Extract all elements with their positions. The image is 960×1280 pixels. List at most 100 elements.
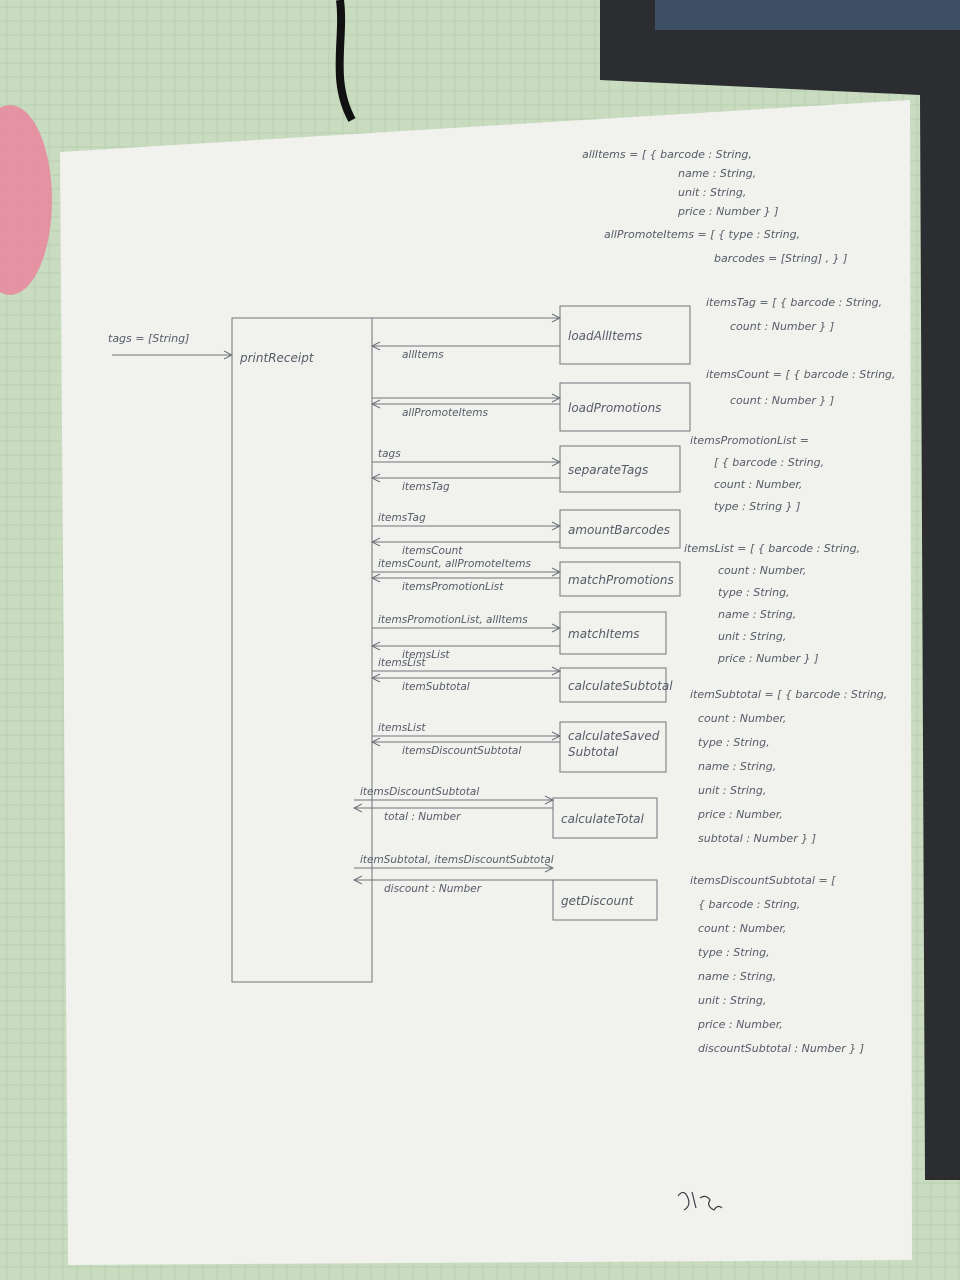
type-definition-line: name : String, [698, 760, 776, 773]
function-box [559, 611, 667, 655]
type-definition-line: count : Number, [698, 922, 786, 935]
function-box [559, 305, 691, 365]
type-definition-line: name : String, [698, 970, 776, 983]
type-definition-line: [ { barcode : String, [714, 456, 824, 469]
input-call-arrowhead [551, 666, 562, 676]
type-definition-line: type : String } ] [714, 500, 800, 513]
function-box [559, 445, 681, 493]
input-param-label: tags [378, 448, 401, 460]
type-definition-line: itemsList = [ { barcode : String, [684, 542, 860, 555]
function-box [559, 561, 681, 597]
function-box [559, 382, 691, 432]
type-definition-line: unit : String, [698, 784, 766, 797]
type-definition-line: itemsTag = [ { barcode : String, [706, 296, 882, 309]
type-definition-line: itemsPromotionList = [690, 434, 809, 447]
type-definition: itemSubtotal = [ { barcode : String, coun… [690, 688, 887, 845]
function-box [559, 667, 667, 703]
type-definition-line: count : Number, [698, 712, 786, 725]
function-name: separateTags [568, 463, 648, 477]
return-value-label: allPromoteItems [402, 407, 488, 419]
function-box [559, 721, 667, 773]
type-definition-line: itemsCount = [ { barcode : String, [706, 368, 896, 381]
input-call-arrowhead [544, 795, 555, 805]
type-definition-line: count : Number } ] [730, 320, 834, 333]
input-param-label: itemsList [378, 722, 426, 734]
type-definition: allItems = [ { barcode : String, name : S… [582, 148, 779, 218]
type-definition: itemsList = [ { barcode : String, count :… [684, 542, 860, 665]
input-param-label: itemsDiscountSubtotal [360, 786, 479, 798]
type-definition-line: unit : String, [698, 994, 766, 1007]
return-arrowhead [352, 875, 363, 885]
type-definition-line: price : Number, [697, 808, 783, 821]
pink-cup [0, 105, 52, 295]
function-box [552, 879, 658, 921]
type-definition: itemsTag = [ { barcode : String, count : … [706, 296, 882, 333]
input-call-arrowhead [551, 457, 562, 467]
type-definition-line: itemSubtotal = [ { barcode : String, [690, 688, 887, 701]
return-value-label: discount : Number [384, 883, 482, 895]
function-name: calculateTotal [561, 812, 645, 826]
input-param-label: itemsPromotionList, allItems [378, 614, 528, 626]
return-value-label: itemsDiscountSubtotal [402, 745, 521, 757]
laptop-screen [655, 0, 960, 30]
return-arrowhead [370, 737, 381, 747]
function-calls: loadAllItemsallItemsloadPromotionsallPro… [352, 305, 691, 921]
return-value-label: itemsCount [402, 545, 463, 557]
paper-sheet [60, 100, 912, 1265]
type-definition-line: count : Number } ] [730, 394, 834, 407]
function-call: loadAllItems allItems [370, 305, 691, 365]
type-definition: itemsDiscountSubtotal = [{ barcode : Str… [690, 874, 864, 1055]
type-definition-line: price : Number } ] [677, 205, 779, 218]
return-arrowhead [352, 803, 363, 813]
return-value-label: total : Number [384, 811, 461, 823]
function-name: Subtotal [568, 745, 619, 759]
return-arrowhead [370, 673, 381, 683]
input-param-label: itemsCount, allPromoteItems [378, 558, 532, 570]
cable [335, 0, 356, 122]
input-param-label: itemsTag [378, 512, 426, 524]
type-definition: itemsCount = [ { barcode : String, count … [706, 368, 896, 407]
type-definition-line: allItems = [ { barcode : String, [582, 148, 752, 161]
return-arrowhead [370, 537, 381, 547]
return-value-label: allItems [402, 349, 444, 361]
function-call: calculateTotal itemsDiscountSubtotal total… [352, 786, 658, 839]
type-definitions: allItems = [ { barcode : String, name : S… [582, 148, 896, 1055]
return-arrowhead [370, 341, 381, 351]
type-definition-line: type : String, [698, 736, 770, 749]
input-param-label: itemSubtotal, itemsDiscountSubtotal [360, 854, 554, 866]
return-arrowhead [370, 399, 381, 409]
type-definition-line: name : String, [678, 167, 756, 180]
type-definition-line: itemsDiscountSubtotal = [ [690, 874, 836, 887]
type-definition-line: name : String, [718, 608, 796, 621]
function-box [552, 797, 658, 839]
printreceipt-label: printReceipt [239, 351, 315, 365]
return-value-label: itemSubtotal [402, 681, 470, 693]
type-definition-line: discountSubtotal : Number } ] [698, 1042, 864, 1055]
type-definition-line: price : Number, [697, 1018, 783, 1031]
type-definition-line: count : Number, [714, 478, 802, 491]
function-name: loadAllItems [568, 329, 642, 343]
input-param-label: itemsList [378, 657, 426, 669]
type-definition-line: allPromoteItems = [ { type : String, [604, 228, 800, 241]
input-call-arrowhead [551, 623, 562, 633]
type-definition-line: type : String, [718, 586, 790, 599]
type-definition-line: unit : String, [678, 186, 746, 199]
input-call-arrowhead [551, 521, 562, 531]
return-value-label: itemsTag [402, 481, 450, 493]
type-definition: allPromoteItems = [ { type : String,barc… [604, 228, 847, 265]
signature [677, 1191, 723, 1211]
input-call-arrowhead [551, 567, 562, 577]
type-definition-line: price : Number } ] [717, 652, 819, 665]
return-arrowhead [370, 641, 381, 651]
type-definition-line: count : Number, [718, 564, 806, 577]
function-name: calculateSaved [568, 729, 660, 743]
input-call-arrowhead [551, 393, 562, 403]
return-arrowhead [370, 573, 381, 583]
function-name: matchPromotions [568, 573, 674, 587]
input-label: tags = [String] [108, 332, 189, 345]
input-call-arrowhead [551, 731, 562, 741]
type-definition-line: unit : String, [718, 630, 786, 643]
